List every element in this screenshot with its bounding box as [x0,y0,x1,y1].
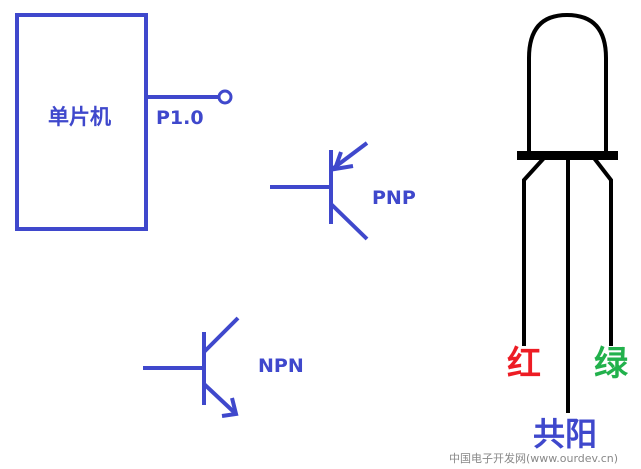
led-lead-green [592,156,613,346]
led-flange [517,151,618,160]
rgb-led-icon [517,12,618,413]
npn-label: NPN [258,355,304,377]
pnp-label: PNP [372,187,416,209]
green-label: 绿 [594,344,629,384]
mcu-box [15,13,148,231]
common-anode-label: 共阳 [533,415,597,453]
mcu-label: 单片机 [48,105,111,129]
led-lead-red [522,156,546,346]
mcu-block: 单片机 [15,13,148,231]
pin-label: P1.0 [156,107,204,129]
pin-p1-0: P1.0 [146,89,233,129]
npn-transistor-icon [143,316,240,418]
red-label: 红 [507,344,541,384]
pnp-transistor-icon [270,141,369,241]
watermark: 中国电子开发网(www.ourdev.cn) [449,451,618,465]
pin-terminal-icon [217,89,233,105]
led-dome [527,12,608,156]
